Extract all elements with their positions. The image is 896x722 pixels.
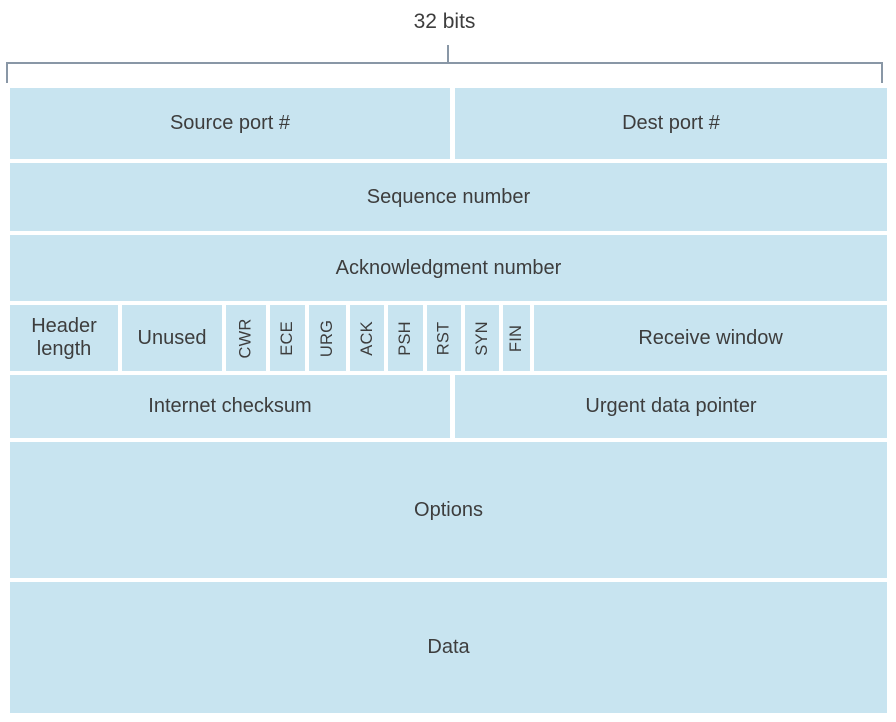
row-data: Data bbox=[10, 582, 887, 713]
bits-span-bracket bbox=[6, 62, 883, 83]
flag-urg-label: URG bbox=[317, 319, 336, 357]
flag-psh-label: PSH bbox=[396, 320, 415, 356]
field-dest-port: Dest port # bbox=[455, 88, 887, 159]
row-flags: Header length Unused CWR ECE URG ACK PSH… bbox=[10, 305, 887, 371]
segment-rows: Source port # Dest port # Sequence numbe… bbox=[10, 88, 887, 713]
row-ports: Source port # Dest port # bbox=[10, 88, 887, 159]
field-internet-checksum: Internet checksum bbox=[10, 375, 450, 438]
row-checksum: Internet checksum Urgent data pointer bbox=[10, 375, 887, 438]
flag-fin-label: FIN bbox=[507, 324, 526, 352]
flag-syn: SYN bbox=[464, 305, 500, 371]
field-header-length: Header length bbox=[10, 305, 118, 371]
field-sequence-number: Sequence number bbox=[10, 163, 887, 231]
row-sequence-number: Sequence number bbox=[10, 163, 887, 231]
row-options: Options bbox=[10, 442, 887, 578]
flag-syn-label: SYN bbox=[472, 320, 491, 356]
field-urgent-data-pointer: Urgent data pointer bbox=[455, 375, 887, 438]
field-unused: Unused bbox=[122, 305, 222, 371]
field-options: Options bbox=[10, 442, 887, 578]
field-receive-window: Receive window bbox=[534, 305, 887, 371]
flag-ece-label: ECE bbox=[277, 320, 296, 356]
row-acknowledgment-number: Acknowledgment number bbox=[10, 235, 887, 301]
flag-rst-label: RST bbox=[434, 321, 453, 355]
flag-rst: RST bbox=[426, 305, 461, 371]
flag-urg: URG bbox=[308, 305, 346, 371]
flag-fin: FIN bbox=[503, 305, 531, 371]
field-acknowledgment-number: Acknowledgment number bbox=[10, 235, 887, 301]
flag-cwr-label: CWR bbox=[236, 317, 255, 359]
flag-ece: ECE bbox=[270, 305, 305, 371]
flag-ack: ACK bbox=[349, 305, 385, 371]
flag-cwr: CWR bbox=[226, 305, 267, 371]
field-data: Data bbox=[10, 582, 887, 713]
flag-ack-label: ACK bbox=[357, 320, 376, 356]
bits-label-tick bbox=[447, 45, 449, 62]
field-source-port: Source port # bbox=[10, 88, 450, 159]
flag-psh: PSH bbox=[388, 305, 423, 371]
bits-width-label: 32 bits bbox=[413, 10, 476, 33]
